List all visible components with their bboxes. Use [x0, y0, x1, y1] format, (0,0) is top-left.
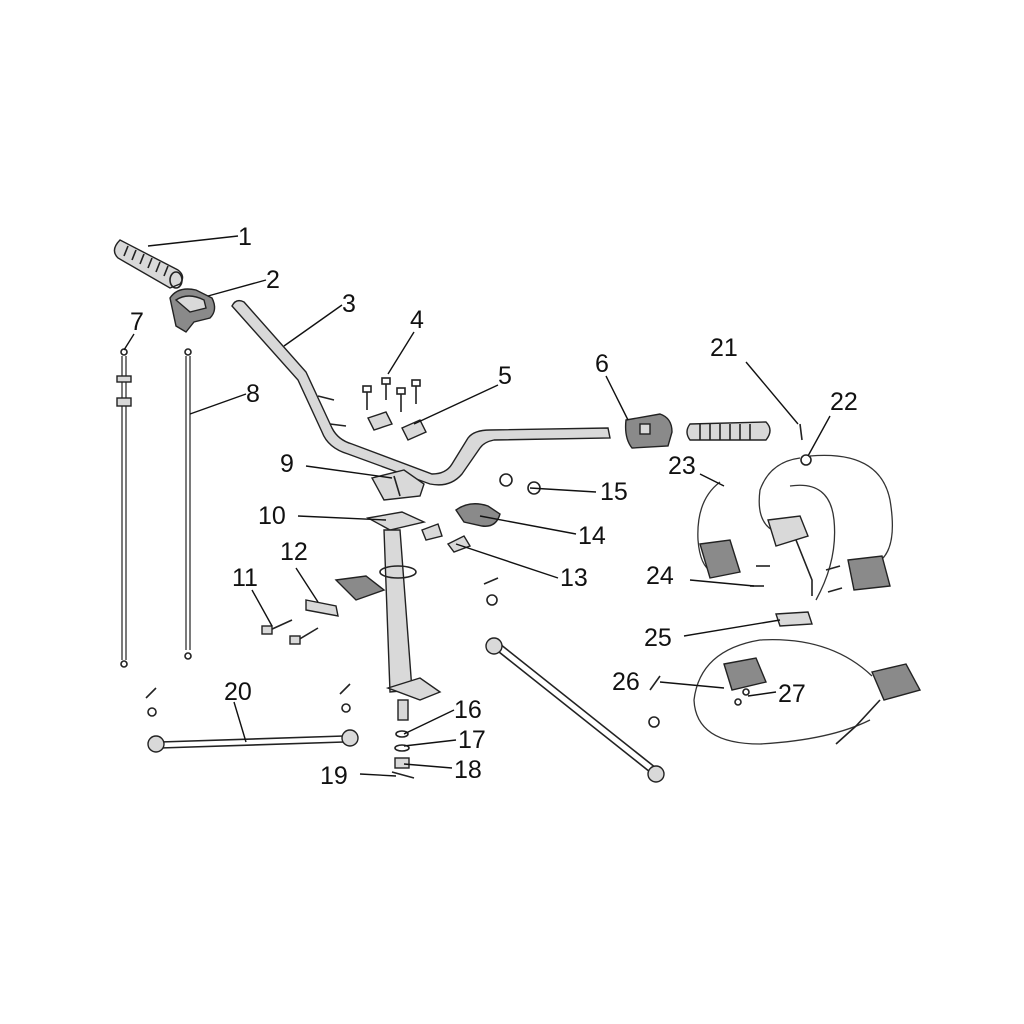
callout-labels: 1 2 3 4 5 6 7 8 9 10 11 12 13 14 15 16 1…: [130, 223, 858, 790]
part-steering-stem: [365, 511, 442, 721]
callout-13: 13: [560, 564, 588, 592]
callout-27: 27: [778, 680, 806, 708]
leader-13: [455, 543, 559, 579]
part-caliper-bolts: [750, 565, 843, 593]
callout-24: 24: [646, 562, 674, 590]
leader-6: [605, 375, 629, 421]
part-bracket-plate: [305, 575, 386, 617]
callout-25: 25: [644, 624, 672, 652]
callout-23: 23: [668, 452, 696, 480]
callout-19: 19: [320, 762, 348, 790]
callout-15: 15: [600, 478, 628, 506]
callout-26: 26: [612, 668, 640, 696]
callout-1: 1: [238, 223, 252, 251]
callout-14: 14: [578, 522, 606, 550]
part-rear-brake: [693, 638, 922, 745]
leader-22: [807, 415, 831, 457]
callout-4: 4: [410, 306, 424, 334]
callout-12: 12: [280, 538, 308, 566]
part-stem-hardware: [391, 730, 415, 779]
callout-2: 2: [266, 266, 280, 294]
leader-14: [479, 515, 577, 535]
leader-12: [295, 567, 319, 603]
leader-5: [413, 384, 499, 425]
callout-16: 16: [454, 696, 482, 724]
part-brake-assembly: [697, 423, 893, 601]
leader-9: [305, 465, 393, 479]
leader-21: [745, 361, 799, 425]
part-switch-housing: [624, 413, 673, 449]
leader-27: [747, 691, 777, 697]
callout-22: 22: [830, 388, 858, 416]
part-right-tie-rod: [483, 577, 665, 783]
leader-10: [297, 515, 387, 521]
leader-20: [233, 701, 247, 743]
leader-3: [283, 304, 343, 347]
leader-16: [403, 709, 455, 735]
leader-2: [207, 279, 267, 297]
leader-4: [387, 331, 415, 375]
callout-10: 10: [258, 502, 286, 530]
leader-15: [529, 487, 597, 493]
callout-6: 6: [595, 350, 609, 378]
leader-1: [147, 235, 239, 247]
leader-25: [683, 619, 781, 637]
part-bracket-bolts: [261, 619, 319, 645]
leader-18: [403, 763, 453, 769]
callout-5: 5: [498, 362, 512, 390]
leader-lines: [123, 235, 831, 777]
callout-9: 9: [280, 450, 294, 478]
callout-17: 17: [458, 726, 486, 754]
leader-7: [123, 333, 135, 351]
part-choke-cable: [184, 348, 192, 660]
part-stem-clamp: [421, 473, 541, 553]
leader-17: [403, 739, 457, 747]
part-throttle-cable: [116, 348, 132, 668]
callout-11: 11: [232, 564, 258, 592]
part-bolts: [362, 377, 421, 412]
callout-3: 3: [342, 290, 356, 318]
leader-8: [189, 393, 247, 415]
callout-21: 21: [710, 334, 738, 362]
callout-18: 18: [454, 756, 482, 784]
callout-8: 8: [246, 380, 260, 408]
part-left-grip: [113, 239, 184, 289]
leader-26: [659, 681, 725, 689]
part-throttle-housing: [169, 288, 216, 333]
part-upper-clamps: [367, 411, 427, 441]
part-handlebar: [231, 299, 611, 486]
leader-19: [359, 773, 397, 777]
leader-23: [699, 473, 725, 487]
part-left-tie-rod: [145, 683, 359, 753]
callout-7: 7: [130, 308, 144, 336]
leader-11: [251, 589, 273, 627]
leader-24: [689, 579, 755, 587]
part-right-grip: [686, 421, 771, 441]
part-brake-bracket: [775, 611, 813, 627]
callout-20: 20: [224, 678, 252, 706]
